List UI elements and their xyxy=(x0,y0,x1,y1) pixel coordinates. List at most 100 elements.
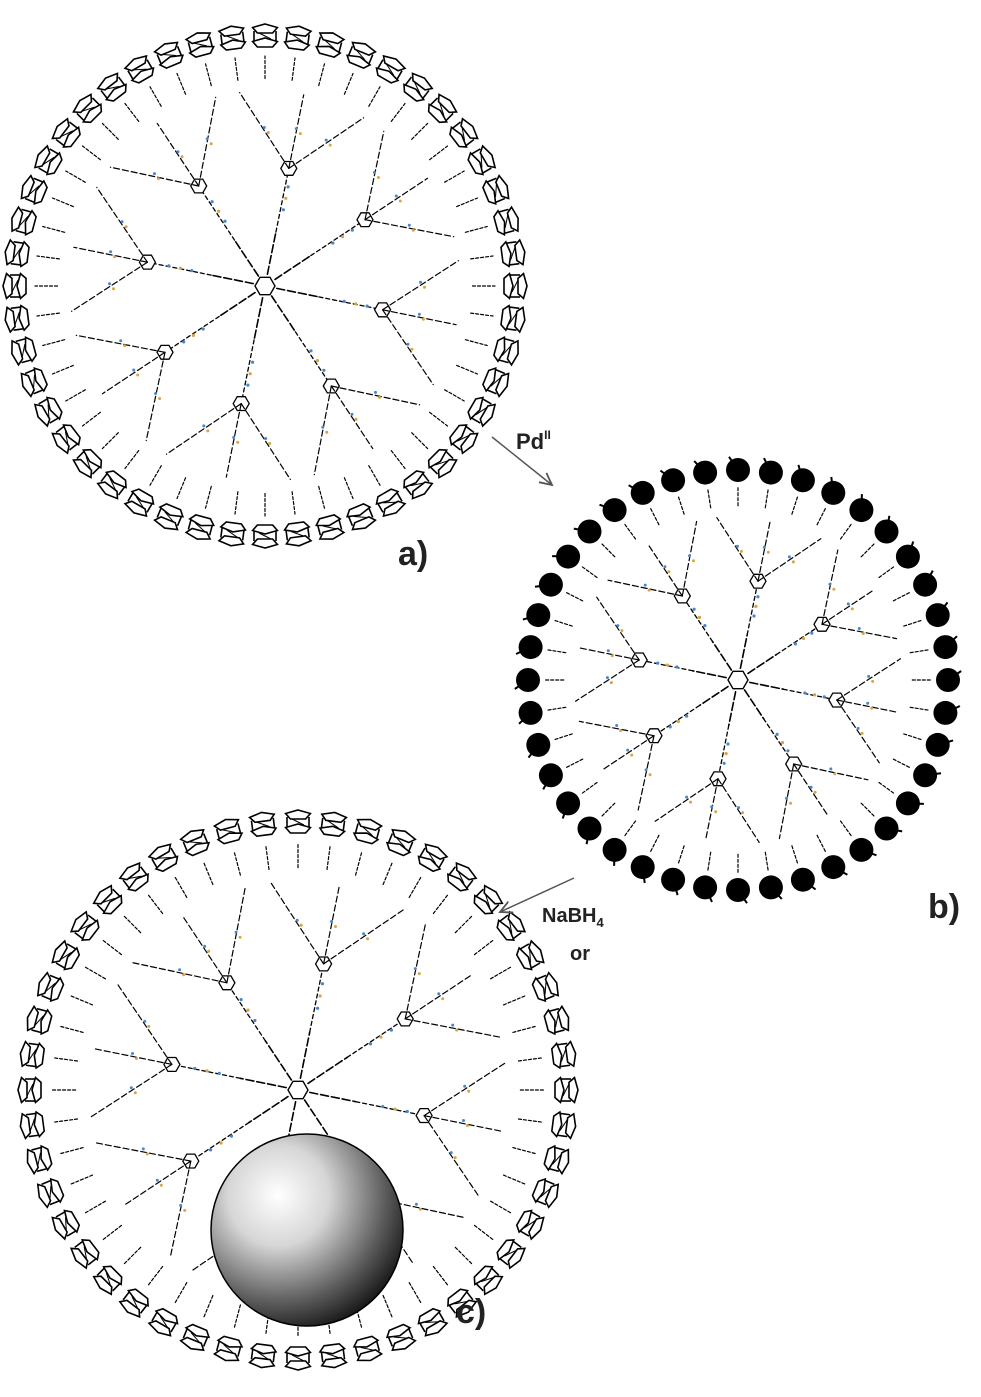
ferrocene-icon xyxy=(417,843,449,873)
ferrocene-icon xyxy=(318,811,348,838)
pd-ball-icon xyxy=(790,464,815,493)
ferrocene-icon xyxy=(179,1323,211,1352)
ferrocene-icon xyxy=(403,72,434,102)
pd-ball-icon xyxy=(556,791,581,819)
ferrocene-icon xyxy=(543,1144,570,1176)
arrow-a-to-b xyxy=(491,436,552,485)
ferrocene-icon xyxy=(212,818,244,845)
pd-ball-icon xyxy=(602,837,627,866)
ferrocene-icon xyxy=(72,93,103,124)
reagent-or-label: or xyxy=(570,943,590,965)
ferrocene-icon xyxy=(2,272,27,300)
ferrocene-icon xyxy=(318,1342,348,1369)
ferrocene-icon xyxy=(493,205,519,236)
ferrocene-icon xyxy=(26,1144,53,1176)
ferrocene-icon xyxy=(217,25,247,51)
reagent-nabh4-label: NaBH4 xyxy=(542,905,604,930)
pd-ball-icon xyxy=(933,635,958,660)
pd-ball-icon xyxy=(790,867,817,892)
pd-ball-icon xyxy=(913,570,938,597)
ferrocene-icon xyxy=(123,54,155,84)
pd-ball-icon xyxy=(599,498,627,523)
ferrocene-icon xyxy=(515,1209,545,1241)
ferrocene-icon xyxy=(92,1265,123,1296)
ferrocene-icon xyxy=(217,521,247,547)
pd-ball-icon xyxy=(936,668,962,692)
reagent-pd-label: PdII xyxy=(516,428,551,454)
ferrocene-icon xyxy=(503,272,528,300)
pd-ball-icon xyxy=(726,456,750,482)
ferrocene-icon xyxy=(51,939,81,971)
ferrocene-icon xyxy=(417,1307,449,1337)
ferrocene-icon xyxy=(17,1076,42,1104)
ferrocene-icon xyxy=(315,514,346,540)
pd-ball-icon xyxy=(895,791,924,816)
ferrocene-icon xyxy=(212,1335,244,1362)
ferrocene-icon xyxy=(20,366,48,398)
ferrocene-icon xyxy=(36,971,65,1003)
pd-ball-icon xyxy=(514,668,540,692)
ferrocene-icon xyxy=(4,238,30,268)
core-benzene xyxy=(254,276,276,296)
ferrocene-icon xyxy=(496,1239,527,1270)
pd-ball-icon xyxy=(895,541,920,569)
ferrocene-icon xyxy=(427,93,458,124)
pd-ball-icon xyxy=(758,457,783,485)
ferrocene-icon xyxy=(315,32,346,58)
ferrocene-icon xyxy=(26,1004,53,1036)
ferrocene-icon xyxy=(449,424,479,455)
pd-ball-icon xyxy=(933,700,961,725)
pd-ball-icon xyxy=(925,601,950,628)
ferrocene-icon xyxy=(11,336,37,367)
ferrocene-icon xyxy=(284,809,312,834)
pd-ball-icon xyxy=(821,476,846,505)
pd-ball-icon xyxy=(534,572,563,597)
pd-ball-icon xyxy=(693,460,718,485)
pd-ball-icon xyxy=(522,603,551,628)
ferrocene-icon xyxy=(496,910,527,941)
pd-ball-icon xyxy=(577,816,602,845)
ferrocene-icon xyxy=(345,41,377,69)
ferrocene-icon xyxy=(33,144,63,176)
pd-ball-icon xyxy=(849,494,874,523)
ferrocene-icon xyxy=(51,117,81,148)
ferrocene-icon xyxy=(283,521,313,547)
ferrocene-icon xyxy=(283,25,313,51)
ferrocene-icon xyxy=(69,910,100,941)
pd-ball-icon xyxy=(913,763,942,788)
pd-ball-icon xyxy=(925,732,954,757)
ferrocene-icon xyxy=(153,503,185,531)
metal-nanoparticle-sphere xyxy=(210,1133,404,1327)
ferrocene-icon xyxy=(19,1110,46,1140)
ferrocene-icon xyxy=(500,238,526,268)
ferrocene-icon xyxy=(385,828,417,857)
ferrocene-icon xyxy=(375,488,407,518)
pd-ball-icon xyxy=(693,875,718,903)
pd-ball-icon xyxy=(573,519,602,544)
core-benzene xyxy=(287,1080,309,1100)
pd-ball-icon xyxy=(874,816,903,841)
ferrocene-icon xyxy=(473,884,504,915)
ferrocene-icon xyxy=(473,1265,504,1296)
pd-ball-icon xyxy=(758,875,783,900)
ferrocene-icon xyxy=(251,23,279,48)
ferrocene-icon xyxy=(248,811,278,838)
ferrocene-icon xyxy=(179,828,211,857)
ferrocene-icon xyxy=(375,54,407,84)
pd-ball-icon xyxy=(518,700,543,725)
ferrocene-icon xyxy=(248,1342,278,1369)
ferrocene-icon xyxy=(51,1209,81,1241)
ferrocene-icon xyxy=(118,861,149,892)
pd-ball-icon xyxy=(661,867,686,896)
ferrocene-icon xyxy=(51,424,81,455)
ferrocene-icon xyxy=(33,396,63,428)
ferrocene-icon xyxy=(96,72,127,102)
ferrocene-icon xyxy=(500,304,526,334)
panel-a-ferrocenyl-dendrimer xyxy=(2,23,528,549)
ferrocene-icon xyxy=(482,174,510,206)
panel-c-label: c) xyxy=(456,1293,486,1331)
ferrocene-icon xyxy=(92,884,123,915)
ferrocene-icon xyxy=(153,41,185,69)
ferrocene-icon xyxy=(447,861,478,892)
pd-ball-icon xyxy=(849,837,877,862)
